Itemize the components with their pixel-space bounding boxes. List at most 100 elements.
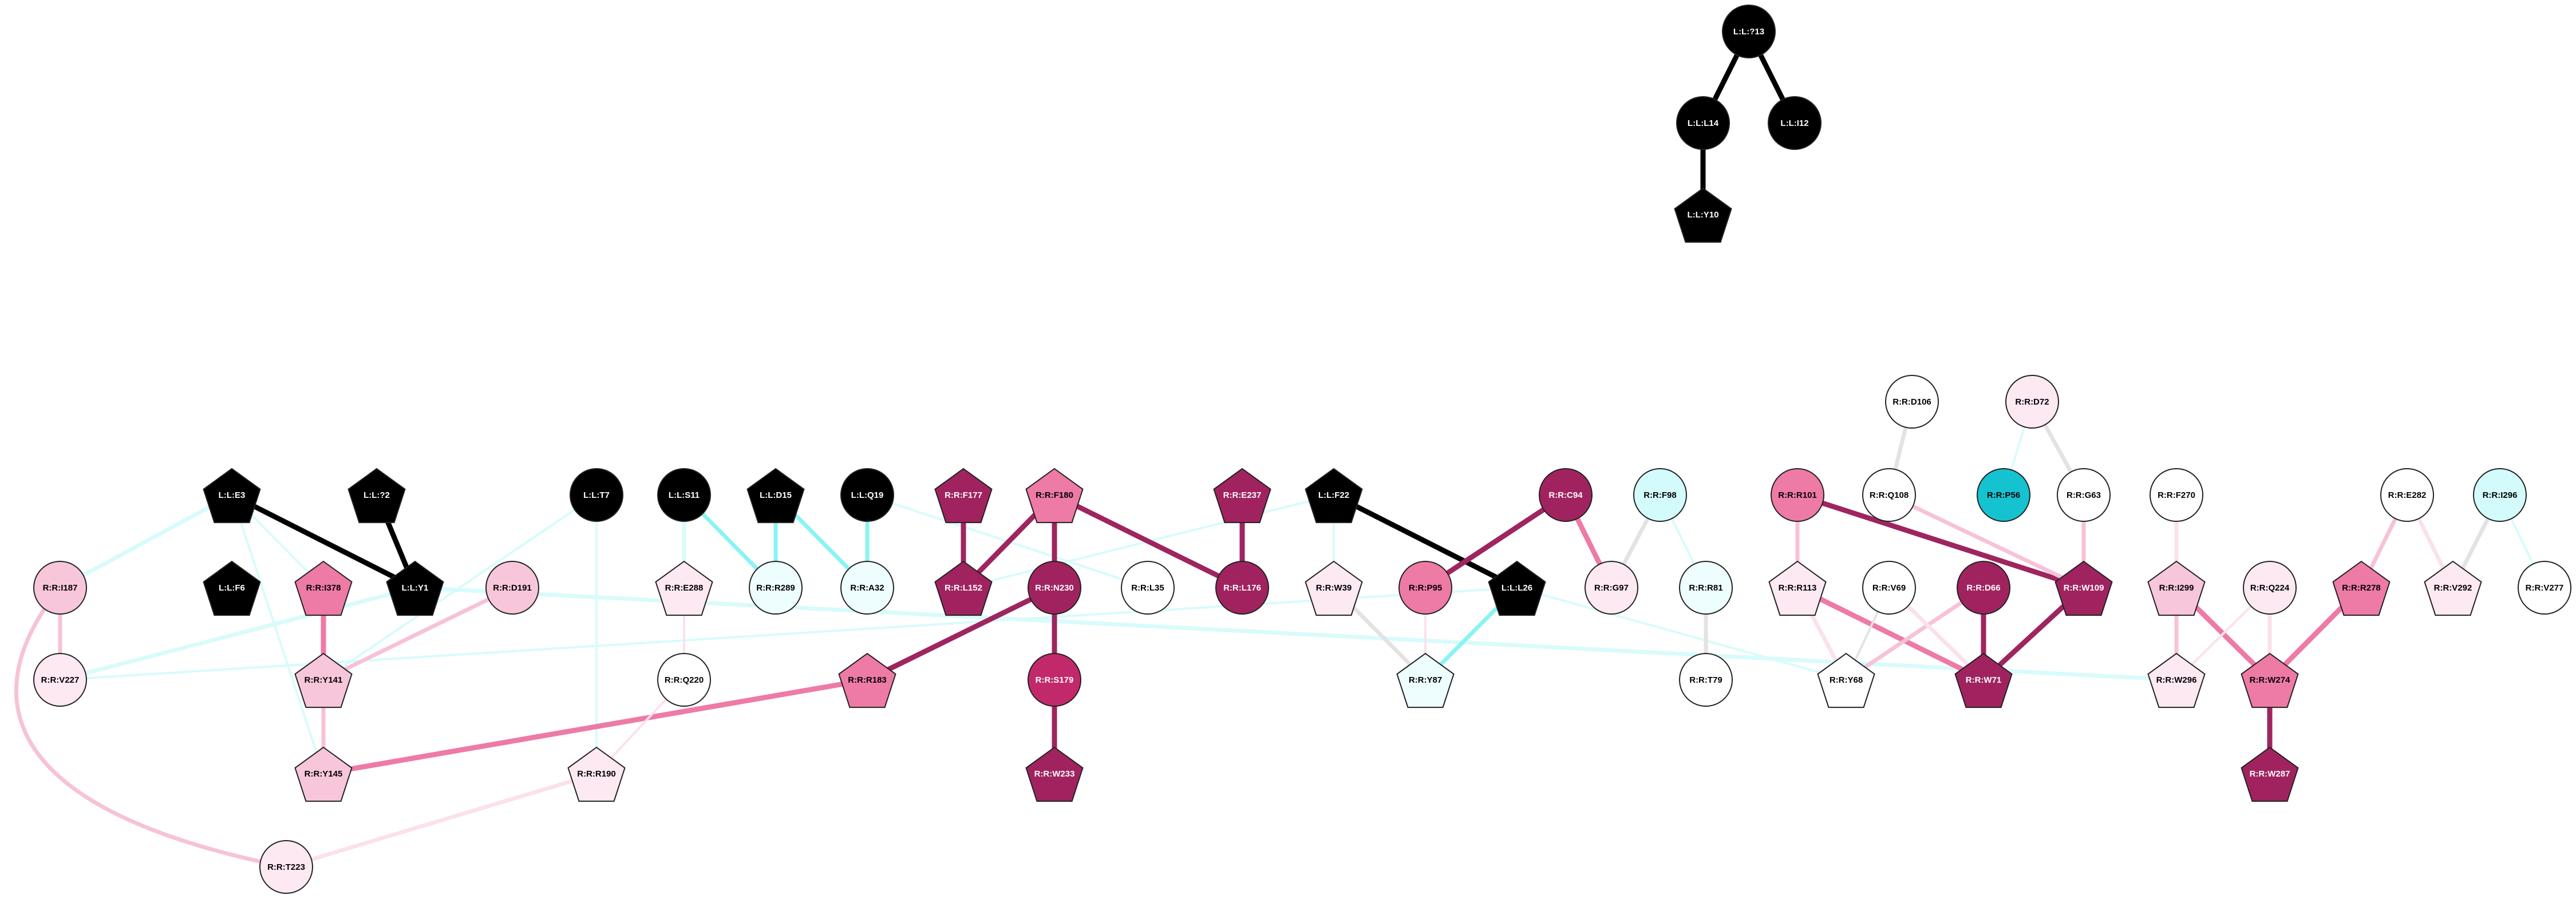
node-circle-shape bbox=[1539, 468, 1593, 522]
node-t13[interactable]: L:L:?13 bbox=[1722, 5, 1776, 58]
node-d72[interactable]: R:R:D72 bbox=[2005, 375, 2059, 429]
node-n230[interactable]: R:R:N230 bbox=[1028, 561, 1081, 615]
node-circle-shape bbox=[2518, 561, 2571, 615]
node-e3[interactable]: L:L:E3 bbox=[203, 468, 261, 524]
node-e288[interactable]: R:R:E288 bbox=[655, 560, 713, 616]
node-s179[interactable]: R:R:S179 bbox=[1028, 653, 1081, 707]
node-c94[interactable]: R:R:C94 bbox=[1539, 468, 1593, 522]
node-i296[interactable]: R:R:I296 bbox=[2473, 468, 2527, 522]
node-f270[interactable]: R:R:F270 bbox=[2150, 468, 2203, 522]
node-r183[interactable]: R:R:R183 bbox=[838, 652, 896, 708]
node-l35[interactable]: R:R:L35 bbox=[1121, 561, 1175, 615]
node-f22[interactable]: L:L:F22 bbox=[1305, 468, 1363, 524]
node-circle-shape bbox=[2150, 468, 2203, 522]
node-v292[interactable]: R:R:V292 bbox=[2424, 560, 2482, 616]
node-p95[interactable]: R:R:P95 bbox=[1398, 561, 1452, 615]
node-circle-shape bbox=[840, 561, 894, 615]
node-circle-shape bbox=[1862, 561, 1916, 615]
node-t7[interactable]: L:L:T7 bbox=[570, 468, 623, 522]
node-circle-shape bbox=[1028, 561, 1081, 615]
node-v277[interactable]: R:R:V277 bbox=[2518, 561, 2571, 615]
node-f177[interactable]: R:R:F177 bbox=[934, 468, 993, 524]
node-pentagon-shape bbox=[1305, 560, 1363, 616]
node-circle-shape bbox=[33, 653, 87, 707]
node-w39[interactable]: R:R:W39 bbox=[1305, 560, 1363, 616]
node-w109[interactable]: R:R:W109 bbox=[2055, 560, 2113, 616]
node-y10[interactable]: L:L:Y10 bbox=[1674, 187, 1732, 243]
node-v227[interactable]: R:R:V227 bbox=[33, 653, 87, 707]
node-circle-shape bbox=[2005, 375, 2059, 429]
node-l26[interactable]: L:L:L26 bbox=[1488, 560, 1546, 616]
node-r101[interactable]: R:R:R101 bbox=[1771, 468, 1824, 522]
node-q19[interactable]: L:L:Q19 bbox=[840, 468, 894, 522]
node-circle-shape bbox=[657, 468, 711, 522]
node-r289[interactable]: R:R:R289 bbox=[749, 561, 803, 615]
node-q224[interactable]: R:R:Q224 bbox=[2243, 561, 2297, 615]
edge-d191-y141 bbox=[321, 585, 515, 682]
node-v69[interactable]: R:R:V69 bbox=[1862, 561, 1916, 615]
node-pentagon-shape bbox=[934, 560, 993, 616]
node-g97[interactable]: R:R:G97 bbox=[1585, 561, 1638, 615]
node-l176[interactable]: R:R:L176 bbox=[1215, 561, 1269, 615]
node-circle-shape bbox=[1585, 561, 1638, 615]
node-pentagon-shape bbox=[934, 468, 993, 524]
node-d66[interactable]: R:R:D66 bbox=[1957, 561, 2010, 615]
node-f180[interactable]: R:R:F180 bbox=[1025, 468, 1084, 524]
edge-c94-p95 bbox=[1423, 492, 1568, 591]
node-pentagon-shape bbox=[294, 652, 353, 708]
node-circle-shape bbox=[1862, 468, 1916, 522]
edge-d66-y68 bbox=[1844, 585, 1986, 682]
node-t79[interactable]: R:R:T79 bbox=[1679, 653, 1733, 707]
node-pentagon-shape bbox=[655, 560, 713, 616]
edge-r183-y145 bbox=[321, 677, 870, 777]
edge-r101-w109 bbox=[1795, 492, 2087, 591]
node-t2[interactable]: L:L:?2 bbox=[347, 468, 406, 524]
node-l14[interactable]: L:L:L14 bbox=[1676, 96, 1730, 150]
node-y145[interactable]: R:R:Y145 bbox=[294, 746, 353, 802]
node-pentagon-shape bbox=[2147, 652, 2206, 708]
node-pentagon-shape bbox=[2424, 560, 2482, 616]
node-circle-shape bbox=[1722, 5, 1776, 58]
node-d15[interactable]: L:L:D15 bbox=[746, 468, 805, 524]
node-f6[interactable]: L:L:F6 bbox=[203, 560, 261, 616]
node-r190[interactable]: R:R:R190 bbox=[567, 746, 626, 802]
node-pentagon-shape bbox=[1396, 652, 1455, 708]
edge-t7-y141 bbox=[322, 494, 598, 681]
node-w287[interactable]: R:R:W287 bbox=[2241, 746, 2299, 802]
node-i187[interactable]: R:R:I187 bbox=[33, 561, 87, 615]
node-p56[interactable]: R:R:P56 bbox=[1977, 468, 2030, 522]
node-r113[interactable]: R:R:R113 bbox=[1768, 560, 1827, 616]
node-w233[interactable]: R:R:W233 bbox=[1025, 746, 1084, 802]
node-pentagon-shape bbox=[2241, 746, 2299, 802]
node-r278[interactable]: R:R:R278 bbox=[2332, 560, 2391, 616]
node-q108[interactable]: R:R:Q108 bbox=[1862, 468, 1916, 522]
node-s11[interactable]: L:L:S11 bbox=[657, 468, 711, 522]
node-r81[interactable]: R:R:R81 bbox=[1679, 561, 1733, 615]
node-y1[interactable]: L:L:Y1 bbox=[386, 560, 444, 616]
node-pentagon-shape bbox=[746, 468, 805, 524]
node-q220[interactable]: R:R:Q220 bbox=[657, 653, 711, 707]
node-f98[interactable]: R:R:F98 bbox=[1633, 468, 1687, 522]
edge-q108-w109 bbox=[1887, 493, 2086, 590]
node-circle-shape bbox=[1633, 468, 1687, 522]
edge-r113-w71 bbox=[1795, 585, 1986, 683]
node-pentagon-shape bbox=[567, 746, 626, 802]
node-i378[interactable]: R:R:I378 bbox=[294, 560, 353, 616]
node-d106[interactable]: R:R:D106 bbox=[1885, 375, 1939, 429]
node-g63[interactable]: R:R:G63 bbox=[2057, 468, 2111, 522]
node-e282[interactable]: R:R:E282 bbox=[2380, 468, 2434, 522]
node-d191[interactable]: R:R:D191 bbox=[485, 561, 539, 615]
node-t223[interactable]: R:R:T223 bbox=[259, 840, 313, 894]
node-circle-shape bbox=[2243, 561, 2297, 615]
node-pentagon-shape bbox=[1817, 652, 1875, 708]
node-i299[interactable]: R:R:I299 bbox=[2147, 560, 2206, 616]
node-pentagon-shape bbox=[1025, 468, 1084, 524]
node-circle-shape bbox=[2473, 468, 2527, 522]
edge-f180-l176 bbox=[1052, 492, 1245, 591]
node-i12[interactable]: L:L:I12 bbox=[1768, 96, 1822, 150]
edge-i187-t223 bbox=[14, 585, 289, 869]
node-e237[interactable]: R:R:E237 bbox=[1213, 468, 1271, 524]
node-a32[interactable]: R:R:A32 bbox=[840, 561, 894, 615]
node-pentagon-shape bbox=[1025, 746, 1084, 802]
